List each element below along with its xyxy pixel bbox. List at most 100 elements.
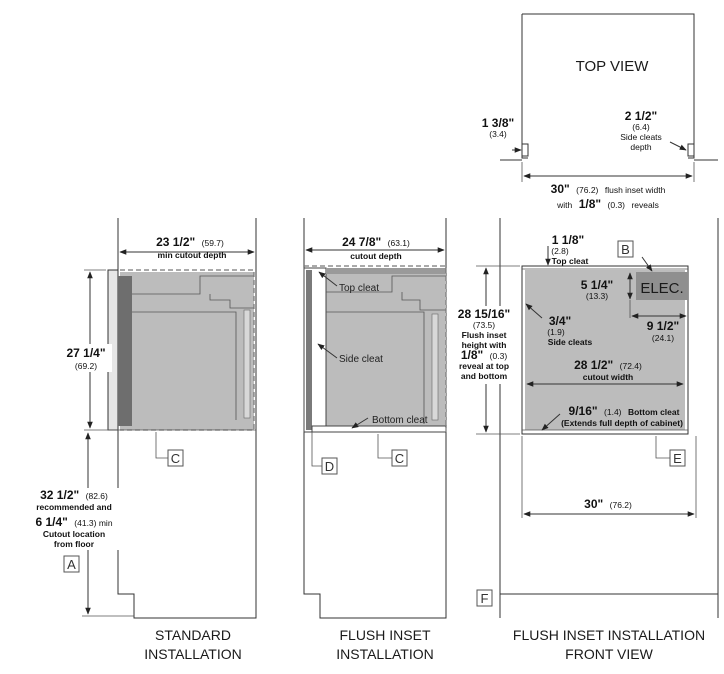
top-view-title: TOP VIEW	[576, 58, 650, 75]
flush-inset-installation: 24 7/8" (63.1) cutout depth Top cleat Si…	[303, 218, 447, 662]
flush-caption-1: FLUSH INSET	[339, 627, 430, 643]
standard-c-leader	[155, 432, 168, 459]
front-elec-w-dim: 9 1/2"	[647, 319, 679, 333]
standard-depth-dim: 23 1/2" (59.7)	[156, 233, 224, 250]
top-right-dim: 2 1/2"	[625, 109, 657, 123]
front-height-note-2: height with	[462, 340, 507, 350]
front-top-cleat-label: Top cleat	[552, 256, 589, 266]
front-side-cleat-dim: 3/4"	[549, 314, 571, 328]
standard-oven-rail	[243, 309, 251, 419]
flush-depth-label: cutout depth	[350, 251, 401, 261]
elec-box	[636, 272, 688, 300]
front-e-leader	[655, 436, 670, 459]
flush-label-d: D	[325, 459, 334, 474]
front-height-note-4: and bottom	[461, 371, 508, 381]
top-left-dim: 1 3/8"	[482, 116, 514, 130]
top-width-line-2: with 1/8" (0.3) reveals	[556, 195, 659, 212]
standard-height-metric: (69.2)	[75, 361, 97, 371]
front-height-note-1: Flush inset	[462, 330, 507, 340]
front-label-e: E	[673, 451, 682, 466]
standard-floor-label-bg	[28, 488, 120, 550]
front-elec-h-metric: (13.3)	[586, 291, 608, 301]
front-height-dim: 28 15/16"	[458, 307, 510, 321]
front-elec-h-dim: 5 1/4"	[581, 278, 613, 292]
front-label-e-box	[669, 449, 686, 467]
standard-label-a-box	[63, 555, 80, 573]
front-height-reveal: 1/8" (0.3)	[461, 346, 507, 363]
flush-c-leader	[377, 434, 392, 459]
front-side-cleat-arrow	[525, 303, 543, 319]
flush-bottom-cleat	[311, 425, 447, 433]
standard-height-label-bg	[36, 344, 112, 372]
flush-top-cleat	[326, 268, 446, 274]
standard-floor-rec: recommended and	[36, 502, 112, 512]
front-bottom-dim: 9/16" (1.4) Bottom cleat	[569, 402, 680, 419]
flush-d-leader	[311, 432, 322, 467]
front-side-cleat-label: Side cleats	[548, 337, 593, 347]
flush-cutout-outline	[304, 265, 447, 432]
top-left-dim-metric: (3.4)	[489, 129, 507, 139]
front-caption-2: FRONT VIEW	[565, 646, 653, 662]
standard-height-dim: 27 1/4"	[66, 346, 105, 360]
top-right-note-1: Side cleats	[620, 132, 662, 142]
front-height-label-bg	[452, 306, 520, 384]
front-caption-1: FLUSH INSET INSTALLATION	[513, 627, 705, 643]
front-label-f: F	[481, 591, 489, 606]
flush-oven-front	[306, 270, 312, 430]
standard-floor-min: 6 1/4" (41.3) min	[35, 513, 112, 530]
standard-oven-steps	[132, 275, 254, 420]
top-view-cabinet	[521, 13, 695, 159]
top-view: TOP VIEW 1 3/8" (3.4) 2 1/2" (6.4) Side …	[482, 13, 718, 212]
front-cabinet	[499, 218, 719, 618]
standard-label-a: A	[67, 557, 76, 572]
elec-label: ELEC.	[640, 280, 683, 297]
top-right-note-2: depth	[630, 142, 652, 152]
flush-bottom-cleat-leader	[351, 417, 369, 429]
flush-side-cleat-label: Side cleat	[339, 354, 383, 365]
standard-oven-front	[118, 276, 132, 426]
flush-oven-rail	[431, 313, 439, 421]
top-width-line-1: 30" (76.2) flush inset width	[551, 180, 666, 197]
standard-caption-2: INSTALLATION	[144, 646, 242, 662]
flush-label-c: C	[395, 451, 404, 466]
front-elec-w-metric: (24.1)	[652, 333, 674, 343]
standard-oven-body	[120, 272, 254, 430]
standard-floor-loc-2: from floor	[54, 539, 95, 549]
flush-oven-steps	[326, 275, 446, 424]
top-right-dim-metric: (6.4)	[632, 122, 650, 132]
standard-floor-loc-1: Cutout location	[43, 529, 105, 539]
standard-depth-label: min cutout depth	[158, 250, 227, 260]
right-cleat-top	[687, 143, 695, 157]
standard-caption-1: STANDARD	[155, 627, 231, 643]
front-label-b-box	[617, 240, 634, 258]
front-view: ELEC. B 1 1/8" (2.8) Top cleat 5 1/4" (1…	[452, 218, 719, 662]
flush-side-cleat-leader	[317, 343, 338, 359]
standard-label-c: C	[171, 451, 180, 466]
front-height-metric: (73.5)	[473, 320, 495, 330]
front-height-note-3: reveal at top	[459, 361, 509, 371]
front-top-cleat-metric: (2.8)	[551, 246, 569, 256]
front-cutout-dim: 28 1/2" (72.4)	[574, 356, 642, 373]
flush-label-c-box	[391, 449, 408, 467]
flush-depth-dim: 24 7/8" (63.1)	[342, 233, 410, 250]
flush-bottom-cleat-label: Bottom cleat	[372, 415, 428, 426]
front-width-dim: 30" (76.2)	[584, 495, 632, 512]
flush-top-cleat-label: Top cleat	[339, 283, 379, 294]
front-bottom-note: (Extends full depth of cabinet)	[561, 418, 683, 428]
standard-installation: 23 1/2" (59.7) min cutout depth 27 1/4" …	[28, 218, 257, 662]
front-b-arrow	[641, 256, 653, 272]
top-right-arrow	[669, 141, 687, 151]
front-top-cleat-dim: 1 1/8"	[552, 233, 584, 247]
flush-cabinet	[303, 218, 447, 619]
standard-label-c-box	[167, 449, 184, 467]
front-cutout-label: cutout width	[583, 372, 634, 382]
front-label-b: B	[621, 242, 630, 257]
left-cleat-top	[521, 143, 529, 157]
flush-label-d-box	[321, 457, 338, 475]
flush-oven-body	[304, 268, 446, 432]
flush-top-cleat-leader	[318, 271, 338, 287]
front-label-f-box	[476, 589, 493, 607]
flush-caption-2: INSTALLATION	[336, 646, 434, 662]
front-side-cleat-metric: (1.9)	[547, 327, 565, 337]
